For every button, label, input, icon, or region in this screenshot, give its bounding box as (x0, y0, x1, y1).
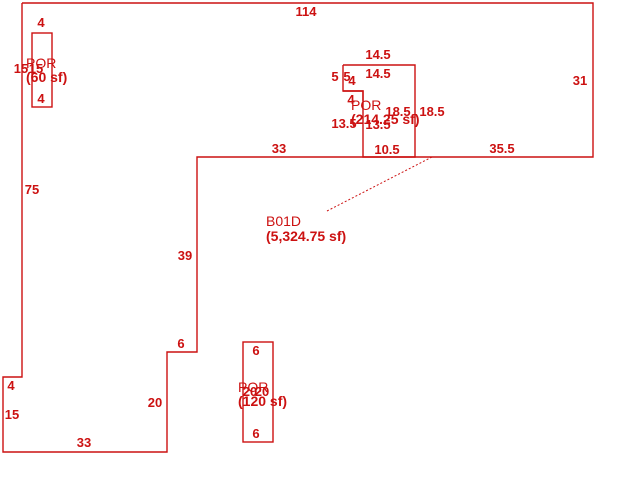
porch-3-dim-top: 6 (252, 343, 259, 358)
porch-2-size: (214.25 sf) (351, 111, 419, 127)
porch-2-dim-right-outer: 18.5 (419, 104, 444, 119)
porch-2-dim-notch-d: 4 (347, 92, 355, 107)
porch-3-size: (120 sf) (238, 393, 287, 409)
porch-2-dim-top-inner: 14.5 (365, 66, 390, 81)
porch-3-dim-right: 20 (255, 384, 269, 399)
dim-inner-step-side: 39 (178, 248, 192, 263)
porch-2-dim-notch-b: 5 (343, 69, 350, 84)
porch-1-dim-bottom: 4 (37, 91, 45, 106)
porch-1-dim-left: 15 (14, 61, 28, 76)
main-outline (2, 2, 594, 453)
porch-1-dim-right: 15 (29, 61, 43, 76)
area-leader-line (326, 156, 433, 212)
porch-2-name: POR (351, 97, 381, 113)
dim-right: 31 (573, 73, 587, 88)
dim-top: 114 (296, 4, 318, 19)
dim-left-bottom-short: 4 (7, 378, 15, 393)
dim-step-drop: 20 (148, 395, 162, 410)
dim-left-long: 75 (25, 182, 39, 197)
porch-2-notch (343, 90, 364, 101)
porch-2-dim-notch-c: 4 (348, 73, 356, 88)
porch-3-dim-bottom: 6 (252, 426, 259, 441)
porch-2-dim-bottom: 10.5 (374, 142, 399, 157)
porch-2-dim-top-outer: 14.5 (365, 47, 390, 62)
main-area-size: (5,324.75 sf) (266, 228, 346, 244)
porch-1-dim-top: 4 (37, 15, 45, 30)
dim-bottom: 33 (77, 435, 91, 450)
dim-left-bottom: 15 (5, 407, 19, 422)
dim-bottom-right: 35.5 (489, 141, 514, 156)
porch-1-name: POR (26, 55, 56, 71)
dim-step-small: 6 (177, 336, 184, 351)
porch-3-name: POR (238, 379, 268, 395)
porch-2-dim-left-a: 13.5 (331, 116, 356, 131)
porch-2-dim-left-b: 13.5 (365, 117, 390, 132)
porch-2-dim-notch-a: 5 (331, 69, 338, 84)
porch-3-dim-left: 20 (243, 384, 257, 399)
dim-inner-step-top: 33 (272, 141, 286, 156)
porch-1-outline (31, 32, 53, 108)
porch-2-dim-right-inner: 18.5 (385, 104, 410, 119)
porch-1-size: (60 sf) (26, 69, 67, 85)
main-area-name: B01D (266, 213, 301, 229)
porch-3-outline (242, 341, 274, 443)
